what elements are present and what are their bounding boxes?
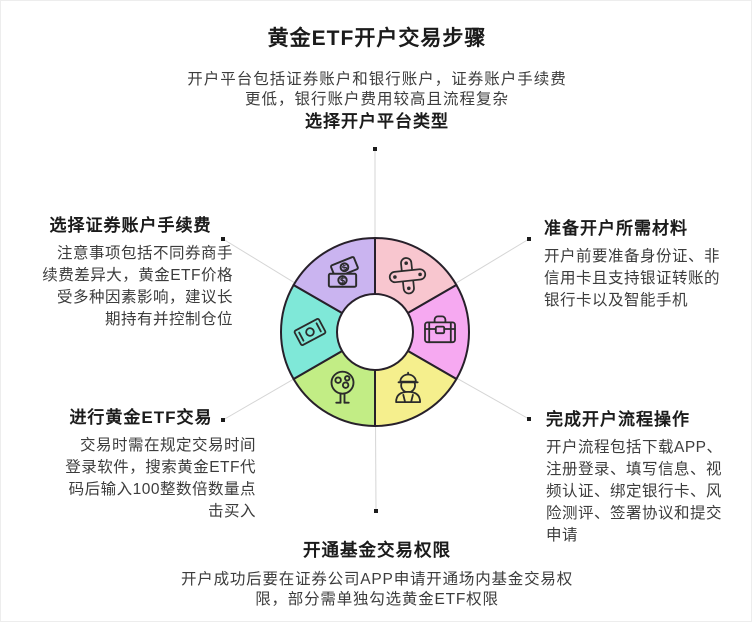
connector-dot: [221, 237, 225, 241]
callout-trade-etf: 进行黄金ETF交易 交易时需在规定交易时间 登录软件，搜索黄金ETF代 码后输入…: [26, 403, 256, 523]
callout-open-account-title: 完成开户流程操作: [546, 410, 690, 429]
callout-materials-title: 准备开户所需材料: [544, 219, 688, 238]
callout-broker-fee: 选择证券账户手续费 注意事项包括不同券商手 续费差异大，黄金ETF价格 受多种因…: [28, 211, 233, 331]
bandage-cross-icon: [388, 257, 427, 295]
callout-broker-fee-body: 注意事项包括不同券商手 续费差异大，黄金ETF价格 受多种因素影响，建议长 期持…: [42, 245, 233, 328]
callout-fund-permission-title: 开通基金交易权限: [303, 540, 451, 560]
briefcase-icon: [424, 315, 456, 344]
callout-fund-permission: 开通基金交易权限 开户成功后要在证券公司APP申请开通场内基金交易权 限，部分需…: [1, 537, 751, 610]
connector-dot: [374, 509, 378, 513]
connector-line: [222, 238, 296, 284]
connector-dot: [221, 418, 225, 422]
donut-segment: [374, 350, 458, 427]
connector-line: [222, 378, 294, 421]
callout-materials-body: 开户前要准备身份证、非 信用卡且支持银证转账的 银行卡以及智能手机: [544, 248, 721, 309]
connector-line: [455, 238, 530, 284]
step-top-body: 开户平台包括证券账户和银行账户，证券账户手续费 更低，银行账户费用较高且流程复杂: [187, 71, 567, 108]
callout-trade-etf-body: 交易时需在规定交易时间 登录软件，搜索黄金ETF代 码后输入100整数倍数量点 …: [65, 437, 256, 520]
money-tree-icon: [330, 370, 355, 404]
connector-line: [456, 377, 530, 420]
callout-broker-fee-title: 选择证券账户手续费: [49, 216, 212, 235]
svg-text:$: $: [340, 275, 346, 285]
connector-dot: [527, 237, 531, 241]
svg-text:$: $: [340, 262, 348, 272]
connector-dot: [373, 147, 377, 151]
page-title: 黄金ETF开户交易步骤: [267, 27, 487, 50]
cash-stack-icon: $$: [327, 256, 359, 288]
banknote-icon: [293, 318, 327, 346]
callout-open-account: 完成开户流程操作 开户流程包括下载APP、 注册登录、填写信息、视 频认证、绑定…: [546, 405, 736, 547]
donut-segment: [280, 284, 344, 380]
callout-open-account-body: 开户流程包括下载APP、 注册登录、填写信息、视 频认证、绑定银行卡、风 险测评…: [546, 439, 723, 544]
connector-dot: [527, 417, 531, 421]
callout-materials: 准备开户所需材料 开户前要准备身份证、非 信用卡且支持银证转账的 银行卡以及智能…: [544, 214, 734, 312]
step-top-title: 选择开户平台类型: [305, 112, 449, 131]
callout-fund-permission-body: 开户成功后要在证券公司APP申请开通场内基金交易权 限，部分需单独勾选黄金ETF…: [180, 571, 574, 608]
donut-segment: [292, 350, 376, 427]
callout-trade-etf-title: 进行黄金ETF交易: [69, 408, 213, 427]
miner-worker-icon: [395, 371, 422, 403]
